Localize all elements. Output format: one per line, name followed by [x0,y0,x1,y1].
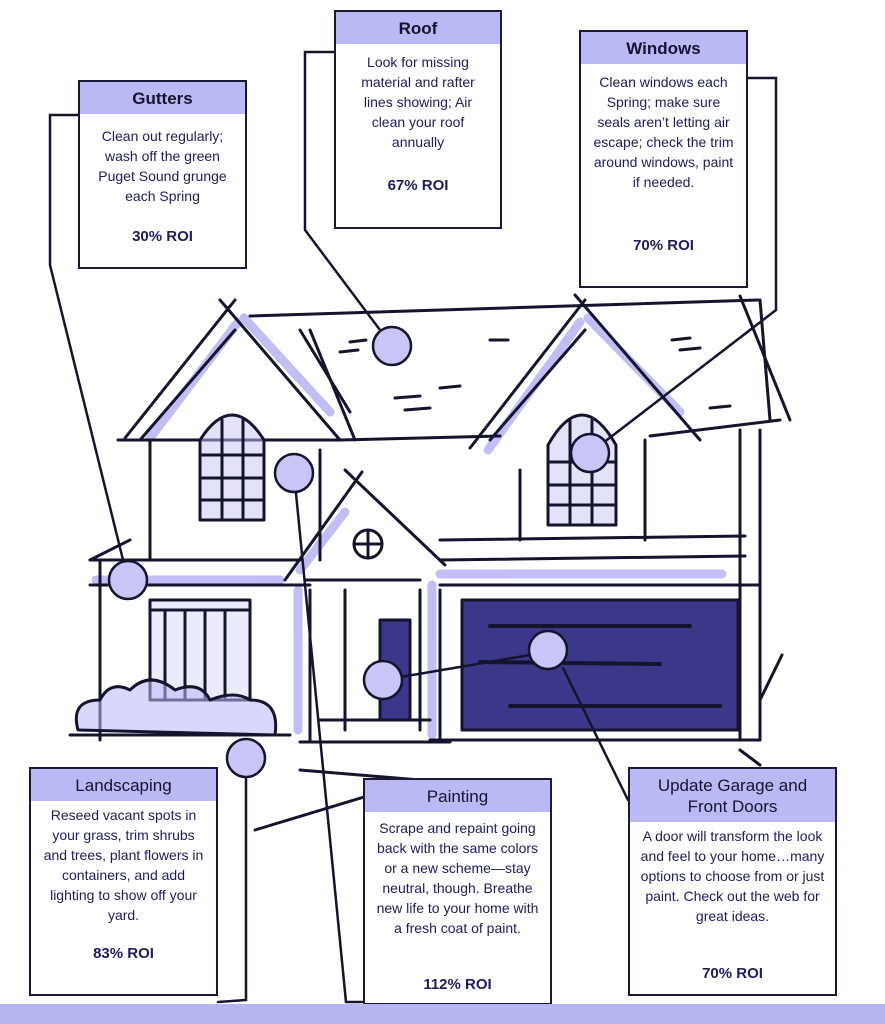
callout-windows: Windows Clean windows each Spring; make … [579,30,748,288]
callout-roi: 70% ROI [633,237,694,254]
callout-title: Windows [581,32,746,64]
callout-title: Roof [336,12,500,44]
callout-title: Landscaping [31,769,216,801]
callout-title: Gutters [80,82,245,114]
callout-landscaping: Landscaping Reseed vacant spots in your … [29,767,218,996]
callout-body: Clean out regularly; wash off the green … [98,128,227,204]
callout-gutters: Gutters Clean out regularly; wash off th… [78,80,247,269]
callout-painting: Painting Scrape and repaint going back w… [363,778,552,1005]
callout-body: Reseed vacant spots in your grass, trim … [43,807,204,923]
callout-body: A door will transform the look and feel … [640,828,825,924]
bottom-bar [0,1004,885,1024]
callout-roi: 83% ROI [93,945,154,962]
callout-body: Look for missing material and rafter lin… [361,54,475,150]
callout-title: Painting [365,780,550,812]
callout-roof: Roof Look for missing material and rafte… [334,10,502,229]
callout-title: Update Garage and Front Doors [630,769,835,822]
callout-garage-doors: Update Garage and Front Doors A door wil… [628,767,837,996]
callout-roi: 70% ROI [702,965,763,982]
callout-roi: 67% ROI [387,177,449,194]
callout-roi: 112% ROI [423,976,492,993]
callout-roi: 30% ROI [132,228,193,245]
callout-body: Scrape and repaint going back with the s… [376,820,539,936]
callout-body: Clean windows each Spring; make sure sea… [593,74,734,190]
